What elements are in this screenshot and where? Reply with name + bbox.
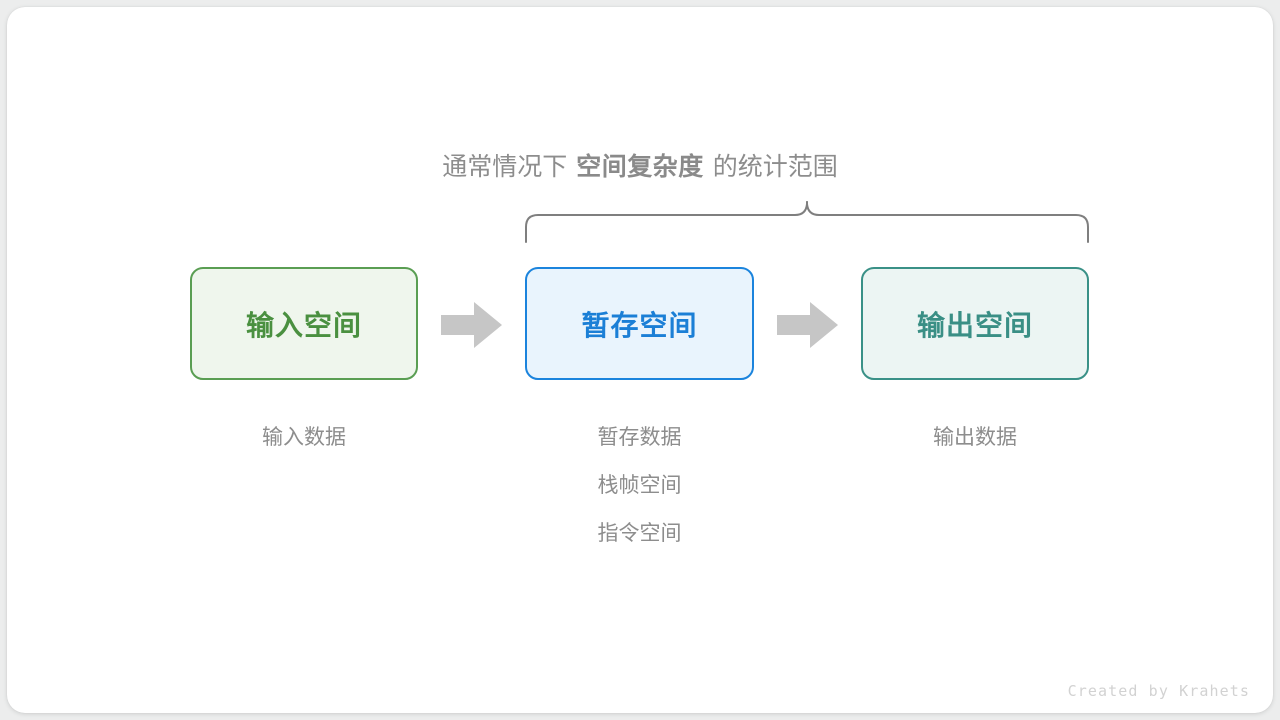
range-brace-icon <box>517 196 1097 250</box>
caption-line: 输入数据 <box>262 426 346 449</box>
arrow-input-to-buffer-icon <box>441 301 503 349</box>
heading-suffix: 的统计范围 <box>712 153 838 181</box>
box-output-space-label: 输出空间 <box>916 309 1033 341</box>
caption-line: 指令空间 <box>597 522 682 545</box>
box-input-space: 输入空间 <box>190 267 418 380</box>
arrow-buffer-to-output-icon <box>777 301 839 349</box>
caption-line: 暂存数据 <box>597 426 682 449</box>
heading-prefix: 通常情况下 <box>442 153 568 181</box>
box-buffer-space-label: 暂存空间 <box>581 309 698 341</box>
heading-emphasis: 空间复杂度 <box>576 153 704 181</box>
caption-line: 栈帧空间 <box>597 474 682 497</box>
box-input-space-label: 输入空间 <box>245 309 362 341</box>
caption-line: 输出数据 <box>933 426 1017 449</box>
watermark-credit: Created by Krahets <box>1067 682 1250 700</box>
caption-output-space: 输出数据 <box>861 414 1089 462</box>
caption-input-space: 输入数据 <box>190 414 418 462</box>
box-output-space: 输出空间 <box>861 267 1089 380</box>
box-buffer-space: 暂存空间 <box>525 267 754 380</box>
diagram-heading: 通常情况下空间复杂度的统计范围 <box>0 148 1280 186</box>
caption-buffer-space: 暂存数据 栈帧空间 指令空间 <box>525 414 754 558</box>
